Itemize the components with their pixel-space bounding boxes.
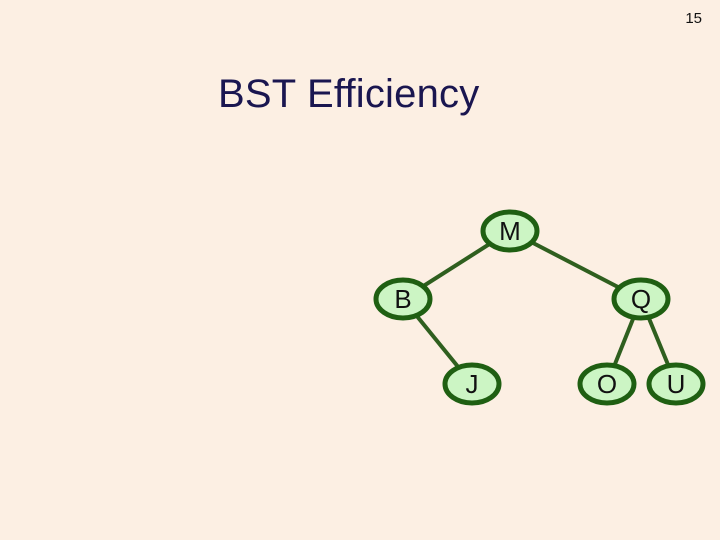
node-circle	[480, 209, 540, 253]
node-circle	[373, 277, 433, 321]
tree-node-m: M	[480, 209, 540, 253]
tree-node-q: Q	[611, 277, 671, 321]
node-circle	[611, 277, 671, 321]
node-label: U	[667, 369, 686, 399]
node-label: B	[394, 284, 411, 314]
tree-node-u: U	[646, 362, 706, 406]
node-circle	[442, 362, 502, 406]
slide-number: 15	[685, 10, 702, 27]
node-circle	[577, 362, 637, 406]
tree-node-o: O	[577, 362, 637, 406]
node-circle	[646, 362, 706, 406]
tree-node-j: J	[442, 362, 502, 406]
node-label: M	[499, 216, 521, 246]
tree-nodes: M B Q J O U	[373, 209, 706, 406]
slide-title: BST Efficiency	[218, 72, 480, 116]
node-label: J	[466, 369, 479, 399]
node-label: Q	[631, 284, 651, 314]
node-label: O	[597, 369, 617, 399]
tree-node-b: B	[373, 277, 433, 321]
